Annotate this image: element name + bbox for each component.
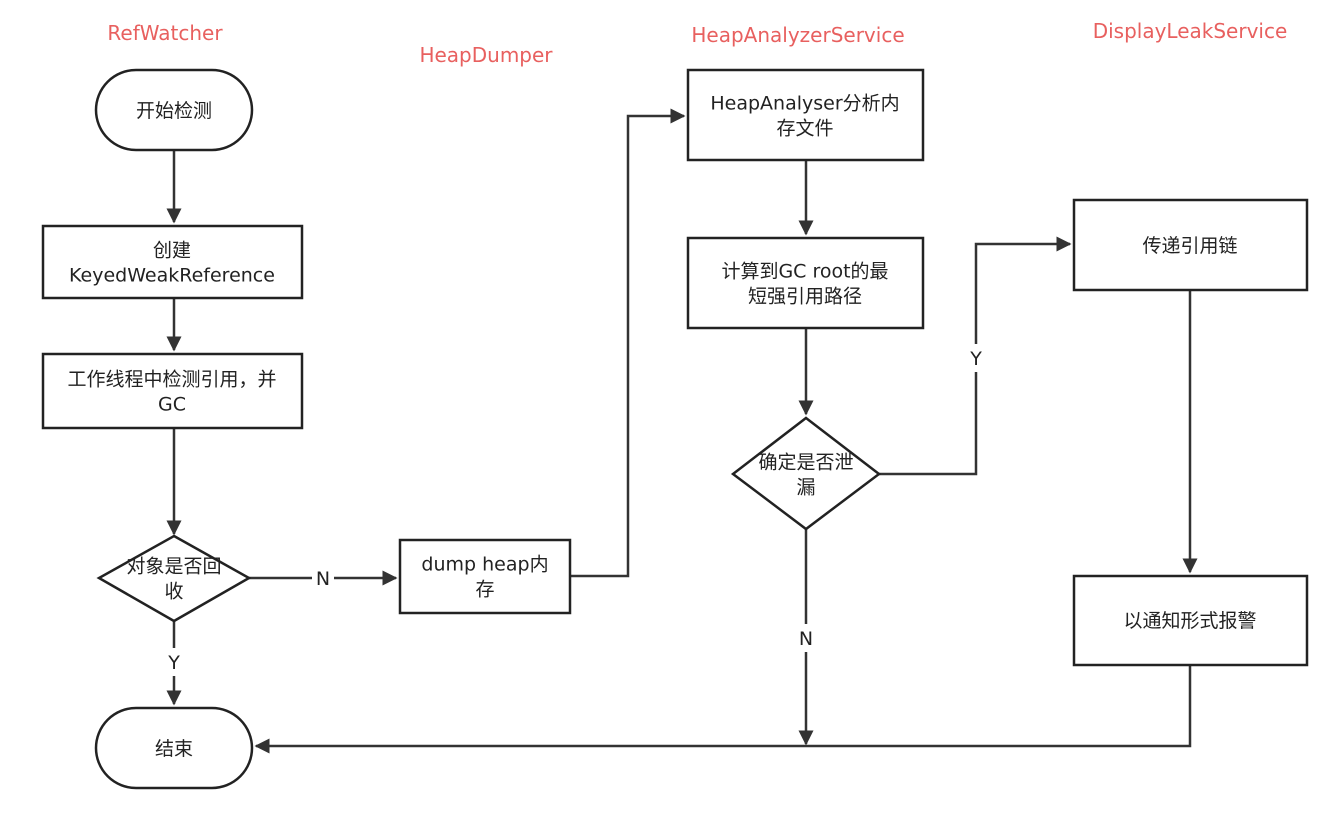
node-label-line: 短强引用路径 [748, 286, 862, 308]
edge-label-recycled-no: N [316, 568, 330, 590]
node-label-line: 对象是否回 [126, 556, 221, 578]
node-notify-label: 以通知形式报警 [1123, 610, 1256, 632]
node-label-line: 收 [164, 581, 183, 603]
node-create-ref-label: 创建 KeyedWeakReference [69, 240, 275, 287]
edge-notify-to-end [254, 665, 1192, 754]
node-label-line: 工作线程中检测引用，并 [67, 369, 276, 391]
lane-title-ref-watcher: RefWatcher [107, 21, 223, 45]
edge-label-bg [965, 344, 987, 372]
node-label-line: GC [158, 394, 186, 416]
node-analyze: HeapAnalyser分析内存文件 [686, 68, 925, 162]
node-label-line: 计算到GC root的最 [721, 261, 888, 283]
edge-label-bg [312, 564, 334, 592]
node-pass-chain: 传递引用链 [1072, 198, 1309, 292]
node-label-line: 开始检测 [136, 100, 212, 122]
edge-label-bg [163, 648, 185, 676]
lane-title-display-leak-service: DisplayLeakService [1093, 19, 1288, 43]
edge-label-leak-yes: Y [969, 348, 982, 370]
node-label-line: 确定是否泄 [758, 452, 853, 474]
node-is-recycled-label: 对象是否回收 [126, 556, 221, 603]
node-label-line: 传递引用链 [1142, 235, 1237, 257]
node-dump-heap: dump heap内存 [398, 538, 572, 615]
edge-label-bg [795, 624, 817, 652]
node-is-leak: 确定是否泄漏 [730, 416, 882, 531]
node-label-line: 存文件 [776, 118, 833, 140]
node-check-gc: 工作线程中检测引用，并 GC [41, 352, 304, 430]
node-analyze-label: HeapAnalyser分析内存文件 [710, 93, 899, 140]
node-create-ref: 创建 KeyedWeakReference [41, 224, 304, 300]
node-end-label: 结束 [155, 738, 193, 760]
node-label-line: 以通知形式报警 [1123, 610, 1256, 632]
node-is-recycled: 对象是否回收 [96, 534, 252, 623]
edge-dump-to-analyze [570, 108, 686, 578]
node-label-line: 结束 [155, 738, 193, 760]
edge-label-recycled-yes: Y [167, 652, 180, 674]
node-dump-heap-label: dump heap内存 [421, 554, 548, 601]
node-start: 开始检测 [94, 68, 254, 152]
node-pass-chain-label: 传递引用链 [1142, 235, 1237, 257]
node-start-label: 开始检测 [136, 100, 212, 122]
node-label-line: 漏 [796, 477, 815, 499]
node-end: 结束 [94, 706, 254, 790]
node-is-leak-label: 确定是否泄漏 [758, 452, 853, 499]
edges [166, 108, 1198, 754]
node-check-gc-label: 工作线程中检测引用，并 GC [67, 369, 276, 416]
node-label-line: dump heap内 [421, 554, 548, 576]
node-notify: 以通知形式报警 [1072, 574, 1309, 667]
lane-title-heap-dumper: HeapDumper [419, 43, 553, 67]
node-shortest-path-label: 计算到GC root的最短强引用路径 [721, 261, 888, 308]
node-label-line: 存 [475, 579, 494, 601]
edge-label-leak-no: N [799, 628, 813, 650]
node-label-line: 创建 [153, 240, 191, 262]
lane-title-heap-analyzer-service: HeapAnalyzerService [691, 23, 904, 47]
node-shortest-path: 计算到GC root的最短强引用路径 [686, 236, 925, 330]
node-label-line: KeyedWeakReference [69, 265, 275, 287]
node-label-line: HeapAnalyser分析内 [710, 93, 899, 115]
